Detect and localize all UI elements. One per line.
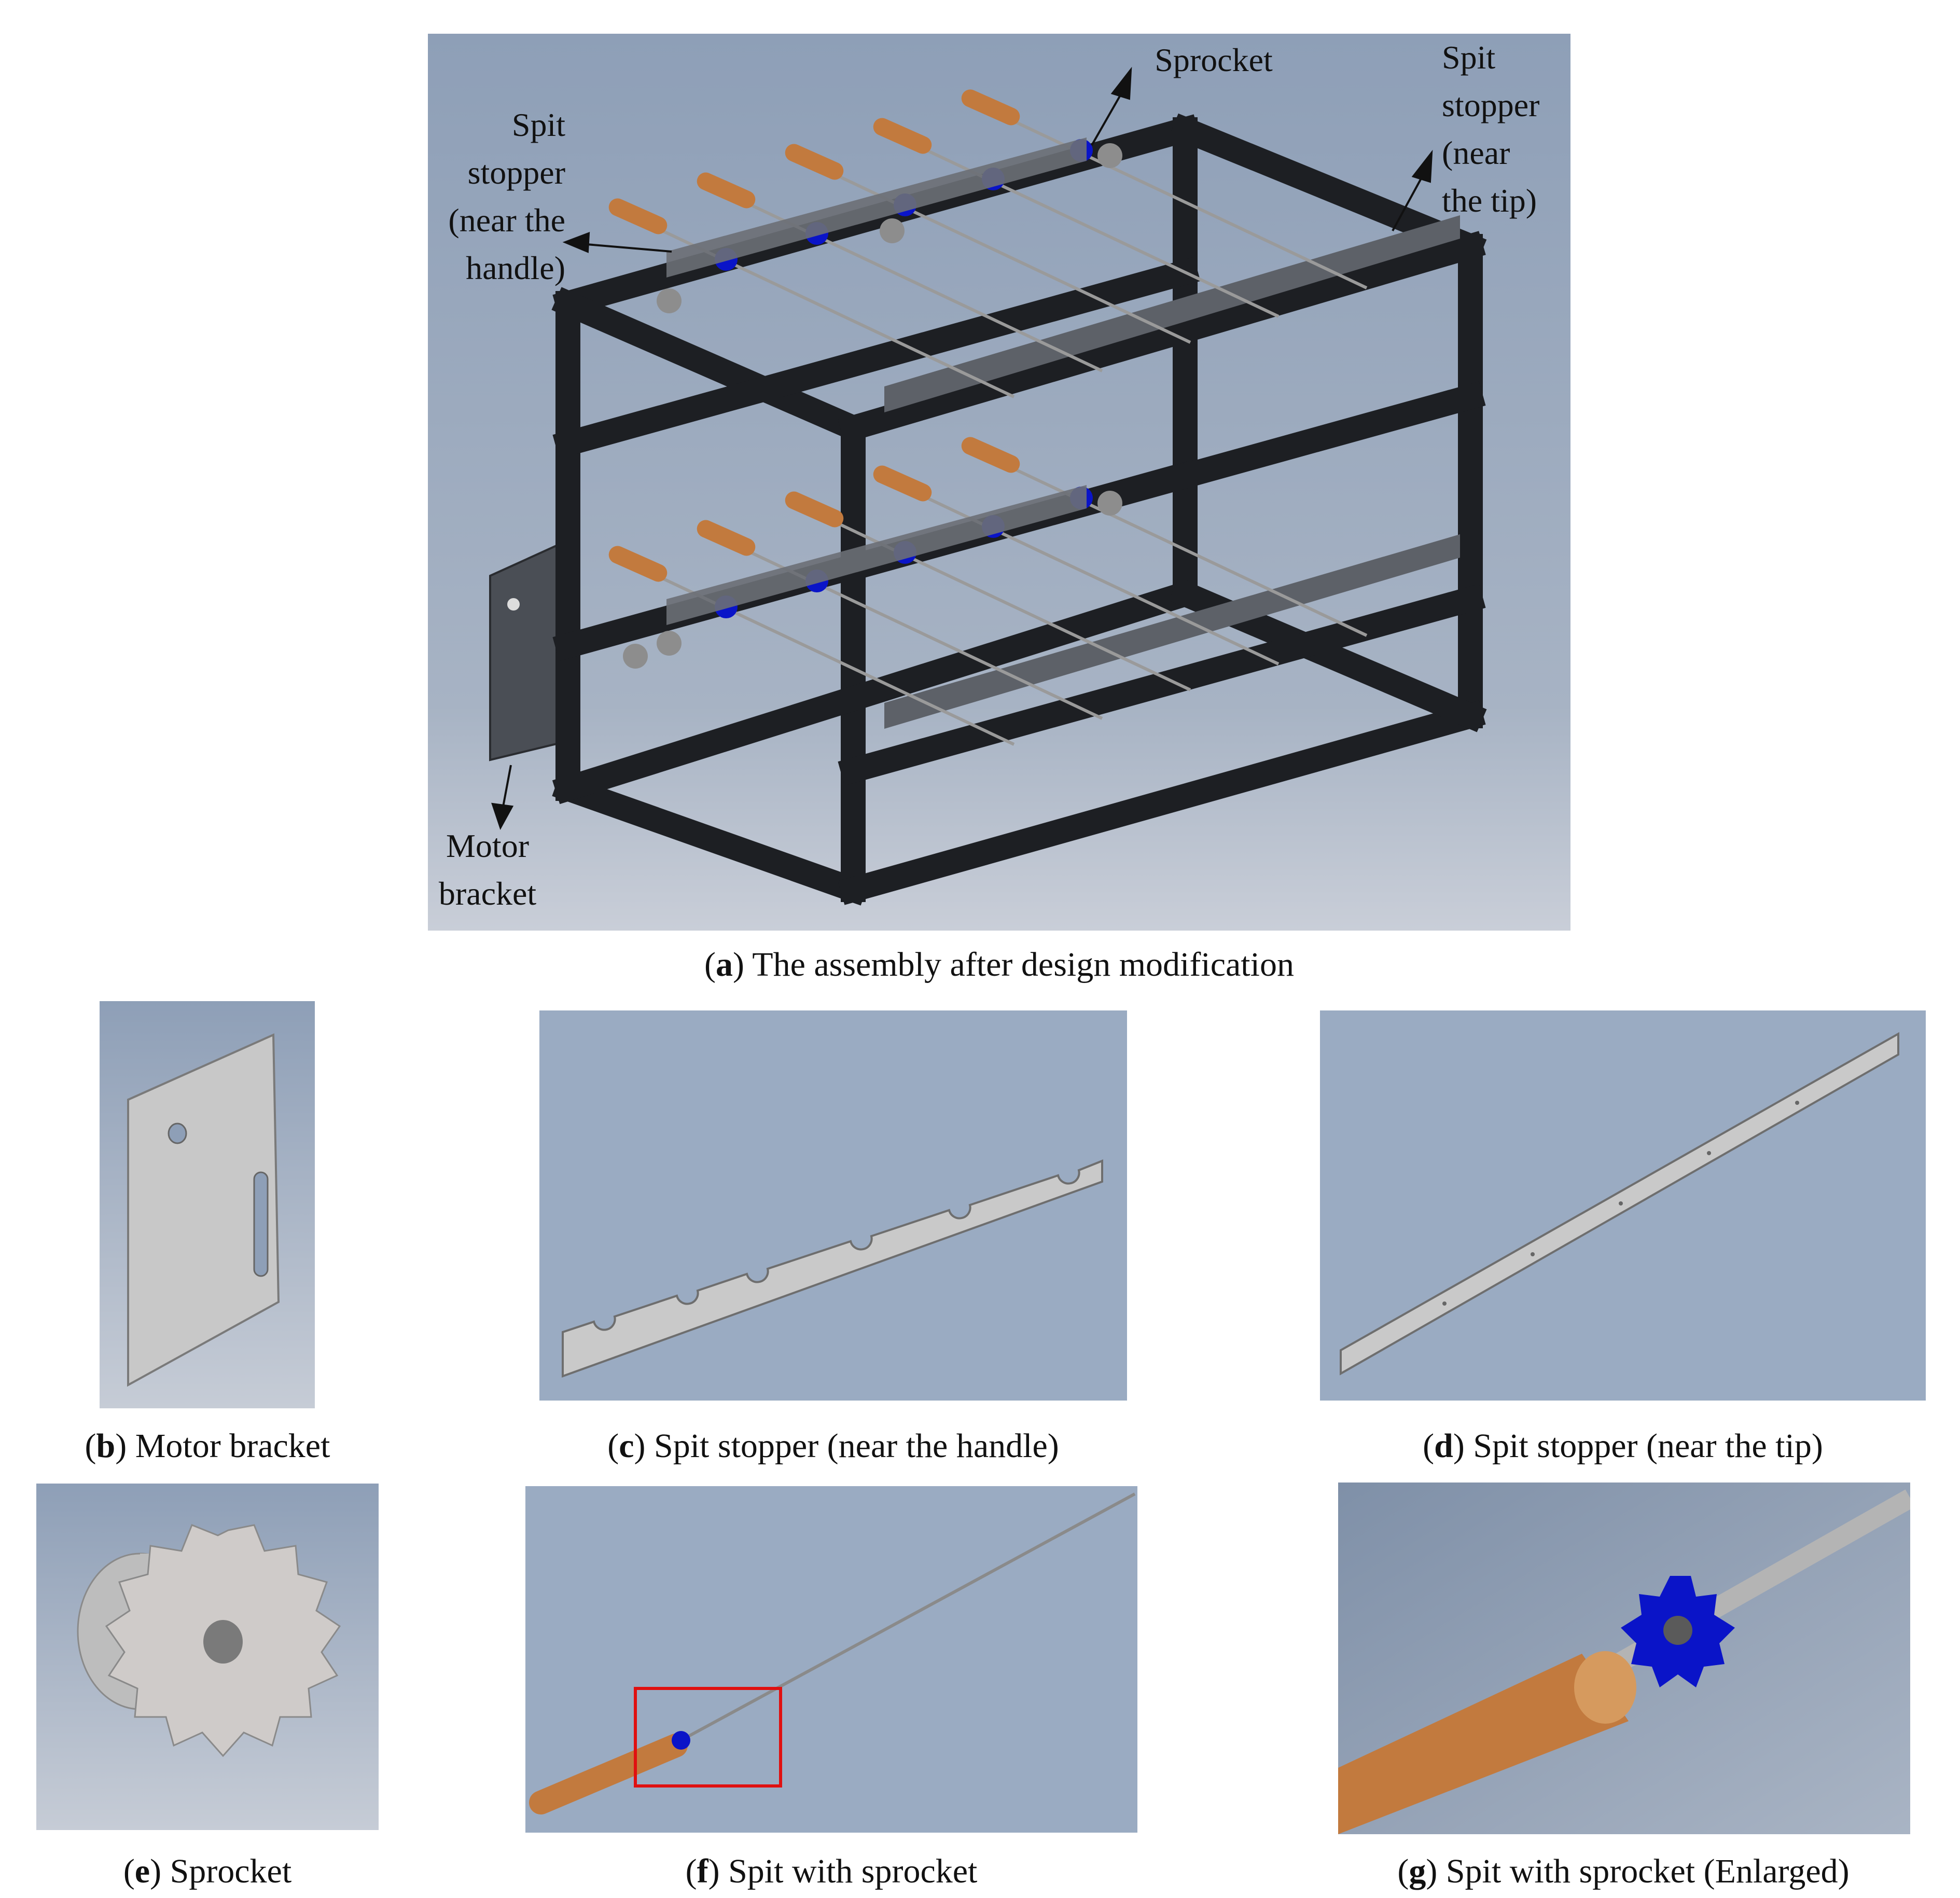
caption-e: (e) Sprocket <box>123 1852 292 1890</box>
stopper-tip-illustration <box>1320 1010 1926 1401</box>
panel-a-assembly-image <box>428 34 1570 931</box>
caption-b-letter: b <box>96 1427 116 1465</box>
label-stopper-tip-line3: (near <box>1442 134 1510 171</box>
label-motor-bracket-line2: bracket <box>438 875 537 912</box>
label-sprocket-text: Sprocket <box>1155 41 1273 78</box>
label-stopper-tip-line2: stopper <box>1442 87 1540 123</box>
caption-g: (g) Spit with sprocket (Enlarged) <box>1397 1852 1850 1890</box>
caption-c: (c) Spit stopper (near the handle) <box>607 1427 1059 1465</box>
panel-d-stopper-tip-image <box>1320 1010 1926 1401</box>
spit-enlarged-illustration <box>1338 1483 1910 1834</box>
caption-f-letter: f <box>697 1852 708 1890</box>
caption-f-text: Spit with sprocket <box>728 1852 978 1890</box>
panel-f-spit-image <box>525 1486 1137 1833</box>
caption-a-letter: a <box>715 946 733 983</box>
caption-b: (b) Motor bracket <box>85 1427 330 1465</box>
panel-c-stopper-handle-image <box>539 1010 1127 1401</box>
caption-e-text: Sprocket <box>170 1852 292 1890</box>
caption-a: (a) The assembly after design modificati… <box>704 946 1294 983</box>
highlight-box <box>634 1687 782 1788</box>
panel-e-sprocket-image <box>36 1484 379 1830</box>
caption-g-text: Spit with sprocket (Enlarged) <box>1445 1852 1850 1890</box>
label-sprocket: Sprocket <box>1146 36 1281 84</box>
label-stopper-handle-line2: stopper <box>467 154 565 191</box>
label-motor-bracket-line1: Motor <box>446 827 529 864</box>
panel-g-spit-enlarged-image <box>1338 1483 1910 1834</box>
label-stopper-handle: Spit stopper (near the handle) <box>425 101 565 292</box>
label-stopper-tip: Spit stopper (near the tip) <box>1442 34 1582 225</box>
label-motor-bracket: Motor bracket <box>430 822 545 918</box>
caption-d: (d) Spit stopper (near the tip) <box>1423 1427 1823 1465</box>
caption-a-text: The assembly after design modification <box>752 946 1294 983</box>
caption-e-letter: e <box>134 1852 150 1890</box>
label-stopper-handle-line1: Spit <box>511 106 565 143</box>
label-stopper-tip-line1: Spit <box>1442 39 1496 76</box>
panel-b-motor-bracket-image <box>100 1001 315 1408</box>
label-stopper-handle-line4: handle) <box>466 250 565 286</box>
caption-d-text: Spit stopper (near the tip) <box>1473 1427 1823 1465</box>
caption-b-text: Motor bracket <box>135 1427 330 1465</box>
label-stopper-handle-line3: (near the <box>448 202 565 239</box>
caption-c-text: Spit stopper (near the handle) <box>654 1427 1059 1465</box>
sprocket-illustration <box>36 1484 379 1830</box>
stopper-handle-illustration <box>539 1010 1127 1401</box>
caption-g-letter: g <box>1409 1852 1426 1890</box>
label-stopper-tip-line4: the tip) <box>1442 182 1537 219</box>
motor-bracket-illustration <box>100 1001 315 1408</box>
spit-illustration <box>525 1486 1137 1833</box>
caption-d-letter: d <box>1434 1427 1453 1465</box>
assembly-illustration <box>428 34 1570 931</box>
caption-c-letter: c <box>619 1427 634 1465</box>
caption-f: (f) Spit with sprocket <box>685 1852 978 1890</box>
